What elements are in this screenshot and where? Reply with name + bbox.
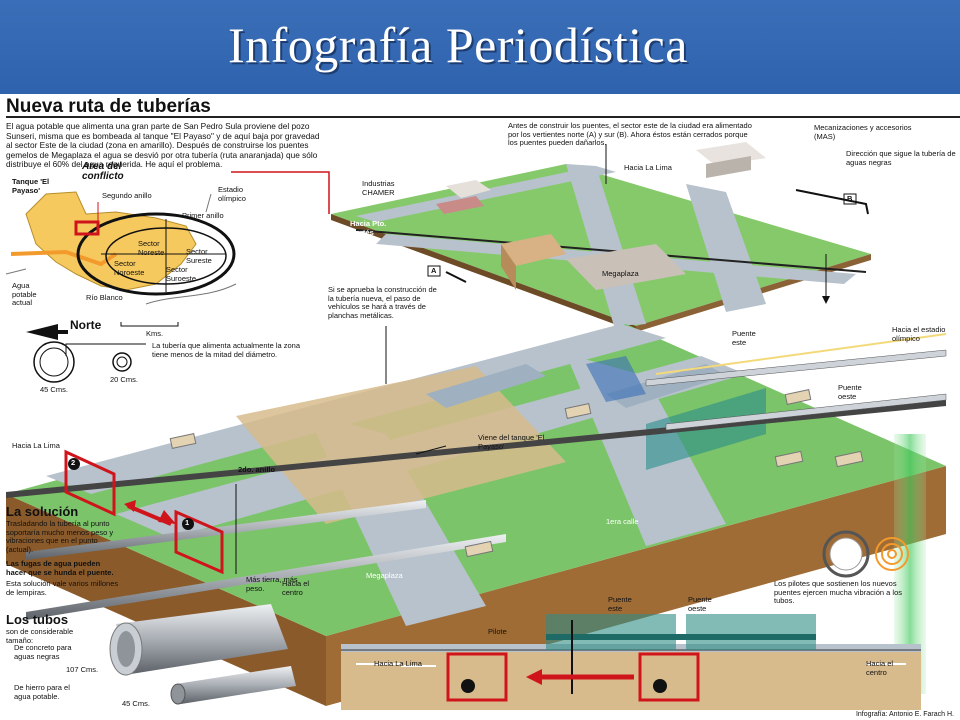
solution-text-c: (actual). [6, 544, 34, 554]
north-label: Norte [70, 318, 102, 332]
tubes-concrete-size: 107 Cms. [66, 665, 99, 674]
puente-oeste-label: Puente oeste [838, 383, 862, 401]
solution-text-b: soportaría mucho menos peso y vibracione… [6, 527, 114, 545]
river-label: Río Blanco [86, 293, 123, 302]
credit: Infografía: Antonio E. Farach H. [855, 711, 954, 718]
sector-label: Sector Suroeste [166, 265, 197, 283]
conflict-label: Area del conflicto [82, 161, 124, 182]
marker-a: A [431, 266, 437, 275]
marker-2: 2 [71, 458, 76, 467]
section-puente-oeste: Puente oeste [688, 595, 712, 613]
solution-cost: Esta solución vale varios millones de le… [6, 579, 119, 597]
tubes-concrete: De concreto para aguas negras [14, 643, 72, 661]
cross-section [341, 614, 921, 710]
main-megaplaza-label: Megaplaza [366, 571, 403, 580]
water-label: Agua potable actual [12, 281, 37, 307]
infographic-artwork [6, 116, 960, 710]
main-center-label: Hacia el centro [282, 579, 310, 597]
infographic: Nueva ruta de tuberías El agua potable q… [6, 94, 960, 720]
main-block [6, 324, 947, 706]
slide-header: Infografía Periodística [0, 0, 960, 94]
anillo-label: 2do. anillo [238, 465, 276, 474]
tubes-subtitle: son de considerable tamaño: [6, 627, 74, 645]
section-puente-este: Puente este [608, 595, 632, 613]
calle-label: 1era calle [606, 517, 639, 526]
main-stadium-label: Hacia el estadio olímpico [892, 325, 946, 343]
mas-label: Mecanizaciones y accesorios (MAS) [814, 123, 912, 141]
sector-label: Sector Noreste [138, 239, 165, 257]
intro-text: El agua potable que alimenta una gran pa… [6, 121, 320, 170]
first-ring-label: Primer anillo [182, 211, 224, 220]
aerial-megaplaza-label: Megaplaza [602, 269, 639, 278]
direction-label: Dirección que sigue la tubería de aguas … [846, 149, 956, 167]
sector-label: Sector Sureste [186, 247, 212, 265]
tubes-iron: De hierro para el agua potable. [14, 683, 70, 701]
aerial-pto-label: Hacia Pto. Cortés [350, 219, 387, 237]
solution-text: Trasladando la tubería al punto soportar… [6, 519, 124, 554]
aerial-center-label: Hacia el centro [504, 299, 533, 317]
kms-label: Kms. [146, 329, 164, 338]
chamer-label: CHAMER [92, 415, 125, 424]
solution-warning: Las fugas de agua pueden hacer que se hu… [6, 559, 114, 577]
industrias-label: Industrias CHAMER [362, 179, 395, 197]
aerial-stadium-label: Hacia el estadio olímpico [854, 233, 911, 251]
stadium-label: Estadio olímpico [218, 185, 246, 203]
viene-tanque-label: Viene del tanque 'El Payaso' [478, 433, 545, 451]
pipe-note: La tubería que alimenta actualmente la z… [152, 341, 301, 359]
solution-text-a: Trasladando la tubería al punto [6, 519, 110, 528]
section-lima: Hacia La Lima [374, 659, 422, 668]
note-approved: Si se aprueba la construcción de la tube… [328, 285, 437, 320]
puente-este-label: Puente este [732, 329, 756, 347]
slide-title: Infografía Periodística [228, 17, 688, 73]
section-centro: Hacia el centro [866, 659, 894, 677]
tubes-iron-size: 45 Cms. [122, 699, 150, 708]
size-20-label: 20 Cms. [110, 375, 138, 384]
marker-b: B [847, 194, 853, 203]
size-45-label: 45 Cms. [40, 385, 68, 394]
aerial-block [331, 142, 871, 332]
second-ring-label: Segundo anillo [102, 191, 152, 200]
pipe-size-circles [33, 341, 146, 383]
infographic-headline: Nueva ruta de tuberías [6, 96, 211, 117]
note-before: Antes de construir los puentes, el secto… [508, 121, 752, 147]
tank-label: Tanque 'El Payaso' [12, 177, 50, 195]
pilote-label: Pilote [488, 627, 507, 636]
tubes-illustration [109, 604, 296, 705]
tubes-title: Los tubos [6, 612, 69, 627]
main-lima-label: Hacia La Lima [12, 441, 60, 450]
sector-label: Sector Noroeste [114, 259, 145, 277]
marker-1: 1 [185, 518, 190, 527]
mas-tierra-label: Más tierra, más peso. [246, 575, 298, 593]
solution-title: La solución [6, 504, 79, 519]
note-pilotes: Los pilotes que sostienen los nuevos pue… [774, 579, 902, 605]
aerial-lima-label: Hacia La Lima [624, 163, 672, 172]
locator-map [6, 191, 237, 340]
